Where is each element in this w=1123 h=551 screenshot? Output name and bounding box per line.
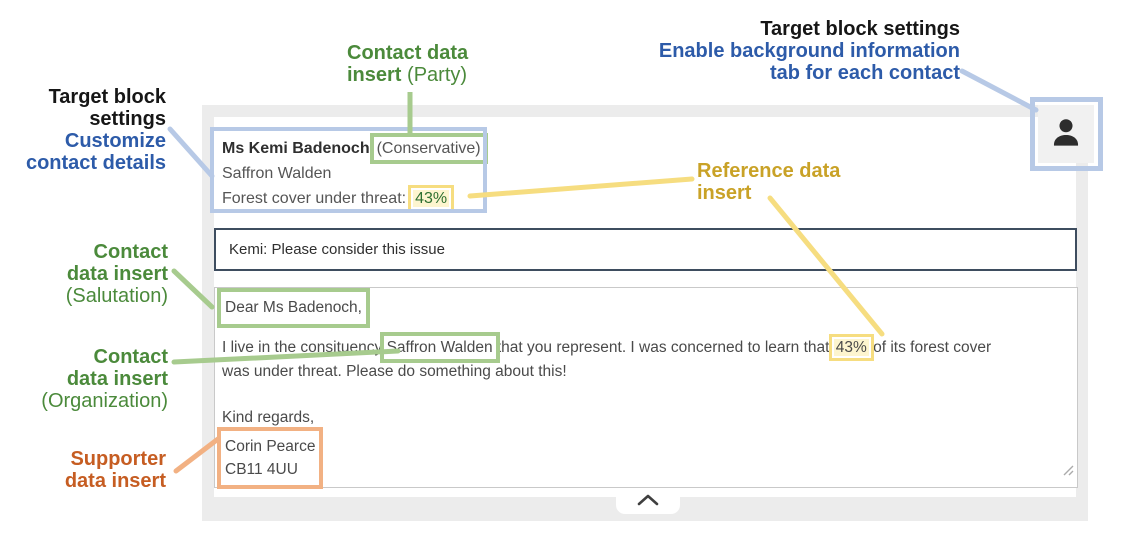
contact-reference-row: Forest cover under threat:43% <box>214 185 484 212</box>
subject-value: Kemi: Please consider this issue <box>229 241 445 258</box>
contact-name-row: Ms Kemi Badenoch(Conservative) <box>214 133 488 164</box>
annotation-subtitle: Customize contact details <box>25 130 166 174</box>
annotation-detail: (Salutation) <box>65 285 168 307</box>
message-textarea[interactable]: Dear Ms Badenoch, I live in the consitue… <box>214 287 1078 489</box>
closing-text: Kind regards, <box>222 409 315 426</box>
salutation-insert: Dear Ms Badenoch, <box>217 288 370 328</box>
contact-organization: Saffron Walden <box>222 165 332 182</box>
annotation-reference-insert: Reference data insert <box>697 160 877 204</box>
annotation-title: Reference data insert <box>697 160 841 204</box>
annotation-supporter-insert: Supporter data insert <box>36 448 166 492</box>
collapse-tab[interactable] <box>616 489 680 514</box>
body-text: that you represent. I was concerned to l… <box>496 339 830 356</box>
supporter-name: Corin Pearce <box>225 438 316 455</box>
supporter-postcode: CB11 4UU <box>225 461 298 478</box>
message-paragraph: I live in the consituency Saffron Walden… <box>222 332 1067 384</box>
reference-value-insert: 43% <box>408 185 455 212</box>
contact-party-insert: (Conservative) <box>369 133 488 164</box>
body-text: of its forest cover was under threat. Pl… <box>222 339 992 380</box>
background-info-tab-button[interactable] <box>1038 105 1094 163</box>
chevron-up-icon <box>633 492 663 511</box>
body-text: I live in the consituency <box>222 339 383 356</box>
supporter-insert: Corin Pearce CB11 4UU <box>216 427 324 489</box>
annotation-title: Target block settings <box>760 18 960 40</box>
subject-input[interactable]: Kemi: Please consider this issue <box>214 228 1077 271</box>
person-icon <box>1049 114 1083 155</box>
contact-details-block: Ms Kemi Badenoch(Conservative) Saffron W… <box>214 131 488 212</box>
reference-label: Forest cover under threat: <box>222 190 407 207</box>
annotation-title: Contact data insert <box>66 241 168 285</box>
annotation-detail: (Organization) <box>41 390 168 412</box>
contact-name: Ms Kemi Badenoch <box>222 140 370 157</box>
annotation-title: Contact data insert <box>347 42 469 86</box>
annotation-title: Supporter data insert <box>64 448 166 492</box>
annotation-party-insert: Contact data insert (Party) <box>347 42 497 86</box>
reference-insert: 43% <box>828 334 874 361</box>
annotation-title: Contact data insert <box>66 346 168 390</box>
annotation-salutation-insert: Contact data insert(Salutation) <box>20 241 168 307</box>
resize-grip-icon[interactable] <box>1063 460 1074 484</box>
annotation-organization-insert: Contact data insert(Organization) <box>8 346 168 412</box>
annotation-subtitle: Enable background information tab for ea… <box>658 40 960 84</box>
organization-insert: Saffron Walden <box>379 332 500 363</box>
annotation-title: Target block settings <box>48 86 166 130</box>
annotation-detail: (Party) <box>407 64 468 86</box>
